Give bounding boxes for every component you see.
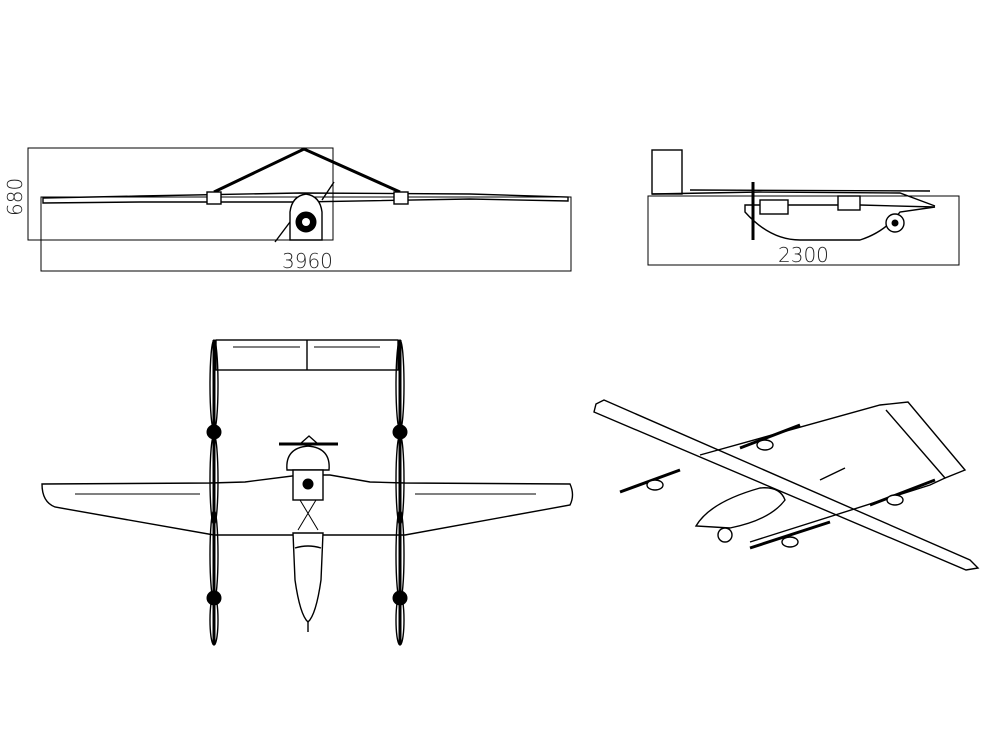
left-boom-pod bbox=[206, 191, 222, 205]
right-boom-pod bbox=[393, 191, 409, 205]
fuselage-top bbox=[279, 435, 338, 632]
length-dimension-label: 2300 bbox=[778, 243, 829, 267]
top-view bbox=[41, 339, 574, 646]
wing bbox=[42, 192, 569, 204]
support-struts bbox=[213, 147, 401, 194]
length-dimension-box bbox=[647, 195, 960, 266]
height-dimension-label: 680 bbox=[3, 178, 27, 216]
main-wing bbox=[41, 474, 574, 536]
vertical-tail bbox=[651, 149, 683, 195]
iso-main-wing bbox=[593, 399, 980, 571]
isometric-view bbox=[593, 399, 980, 571]
width-dimension-label: 3960 bbox=[282, 249, 333, 273]
front-view: 680 3960 bbox=[3, 147, 572, 273]
vtol-propellers bbox=[206, 339, 408, 646]
iso-tail-assembly bbox=[699, 401, 967, 479]
iso-fuselage bbox=[694, 487, 786, 529]
iso-pusher-prop bbox=[819, 467, 846, 481]
fuselage-front bbox=[274, 181, 335, 243]
side-view: 2300 bbox=[647, 149, 960, 267]
height-dimension-box bbox=[27, 147, 334, 241]
iso-rotors bbox=[619, 423, 936, 550]
fuselage-side bbox=[744, 204, 936, 241]
tail-boom bbox=[651, 191, 936, 207]
payload-pod bbox=[292, 532, 324, 623]
